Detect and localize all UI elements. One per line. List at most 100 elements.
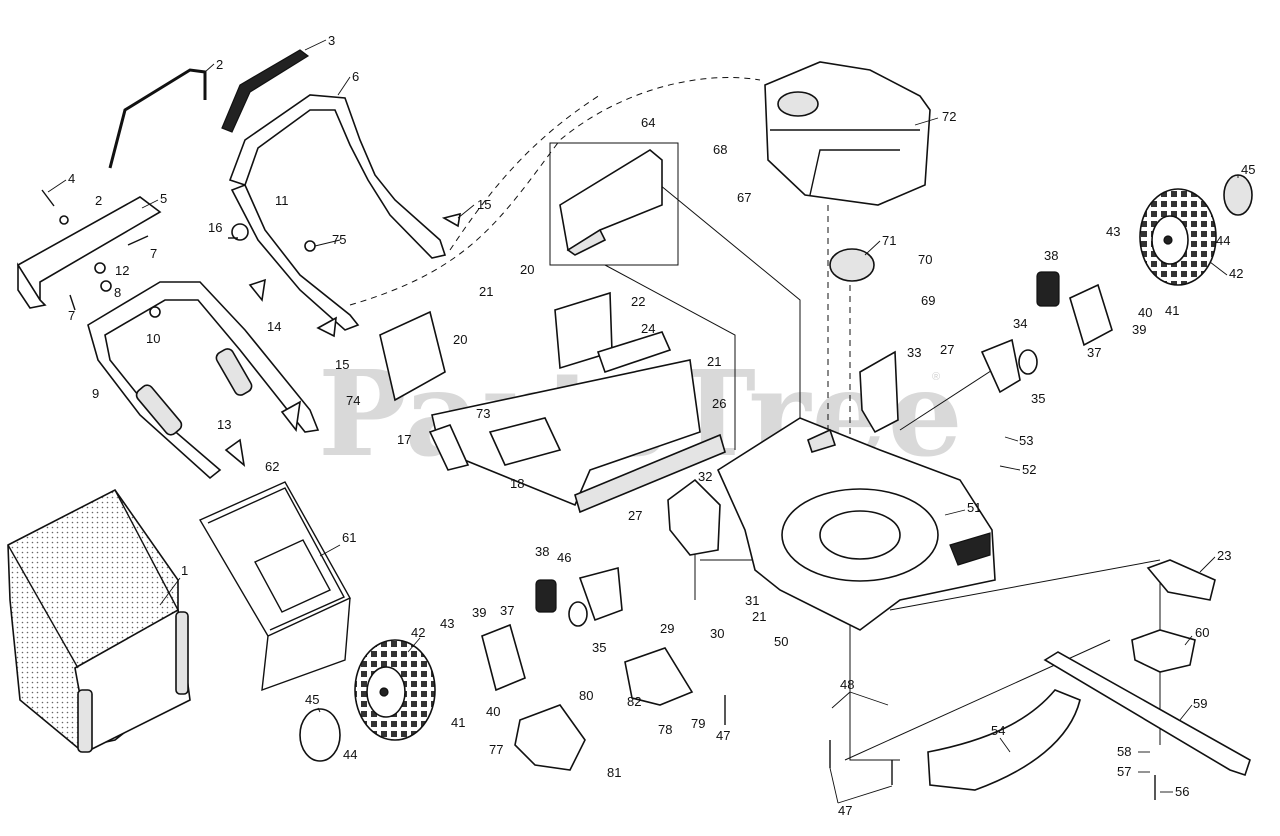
callout-48: 48 bbox=[840, 677, 854, 692]
deck-housing[interactable] bbox=[716, 417, 996, 631]
callout-47: 47 bbox=[716, 728, 730, 743]
callout-57: 57 bbox=[1117, 764, 1131, 779]
callout-21: 21 bbox=[479, 284, 493, 299]
deflector-inset[interactable] bbox=[549, 142, 679, 266]
callout-64: 64 bbox=[641, 115, 655, 130]
callout-37b: 37 bbox=[500, 603, 514, 618]
callout-22: 22 bbox=[631, 294, 645, 309]
callout-56: 56 bbox=[1175, 784, 1189, 799]
handle-grip[interactable] bbox=[221, 49, 310, 133]
callout-34: 34 bbox=[1013, 316, 1027, 331]
mount-plate[interactable] bbox=[667, 478, 721, 556]
callout-13: 13 bbox=[217, 417, 231, 432]
hub-cap-right[interactable] bbox=[1223, 174, 1253, 216]
callout-31: 31 bbox=[745, 593, 759, 608]
callout-20b: 20 bbox=[453, 332, 467, 347]
callout-38: 38 bbox=[1044, 248, 1058, 263]
wheel-right[interactable] bbox=[1139, 188, 1217, 286]
control-panel[interactable] bbox=[16, 196, 162, 309]
fan[interactable] bbox=[1146, 559, 1216, 601]
axle-bracket-right[interactable] bbox=[1069, 283, 1113, 347]
cover-82[interactable] bbox=[624, 647, 694, 706]
spacer-right[interactable] bbox=[1018, 349, 1038, 375]
blade[interactable] bbox=[1043, 651, 1251, 777]
handle-hardware bbox=[41, 189, 461, 467]
callout-72: 72 bbox=[942, 109, 956, 124]
callout-42: 42 bbox=[1229, 266, 1243, 281]
callout-37: 37 bbox=[1087, 345, 1101, 360]
callout-43b: 43 bbox=[440, 616, 454, 631]
hub-cap-left[interactable] bbox=[299, 708, 341, 762]
assembly-connector-lines bbox=[604, 184, 1161, 761]
cover-77[interactable] bbox=[514, 704, 586, 771]
callout-79: 79 bbox=[691, 716, 705, 731]
callout-82: 82 bbox=[627, 694, 641, 709]
watermark-registered-mark: ® bbox=[932, 371, 940, 383]
callout-81: 81 bbox=[607, 765, 621, 780]
wheel-bracket-right[interactable] bbox=[859, 350, 899, 434]
lever-right[interactable] bbox=[1036, 271, 1060, 307]
callout-38b: 38 bbox=[535, 544, 549, 559]
height-adjuster-right[interactable] bbox=[980, 338, 1021, 394]
pulley[interactable] bbox=[829, 248, 875, 282]
grass-catcher-bag[interactable] bbox=[7, 488, 191, 753]
callout-45b: 45 bbox=[305, 692, 319, 707]
callout-41b: 41 bbox=[451, 715, 465, 730]
lower-handle[interactable] bbox=[87, 281, 320, 480]
callout-71: 71 bbox=[882, 233, 896, 248]
lever-left[interactable] bbox=[535, 579, 557, 613]
callout-42b: 42 bbox=[411, 625, 425, 640]
callout-54: 54 bbox=[991, 723, 1005, 738]
callout-52: 52 bbox=[1022, 462, 1036, 477]
callout-21b: 21 bbox=[707, 354, 721, 369]
engine[interactable] bbox=[764, 61, 931, 206]
callout-labels: 1 2 2 3 4 5 6 7 7 8 9 10 11 12 13 14 15 … bbox=[68, 33, 1255, 818]
callout-44: 44 bbox=[1216, 233, 1230, 248]
callout-8: 8 bbox=[114, 285, 121, 300]
callout-2b: 2 bbox=[95, 193, 102, 208]
catcher-frame[interactable] bbox=[199, 481, 351, 692]
cover-plate[interactable] bbox=[379, 310, 446, 402]
callout-33: 33 bbox=[907, 345, 921, 360]
callout-24: 24 bbox=[641, 321, 655, 336]
callout-5: 5 bbox=[160, 191, 167, 206]
callout-39: 39 bbox=[1132, 322, 1146, 337]
callout-47b: 47 bbox=[838, 803, 852, 818]
door-hinge[interactable] bbox=[428, 424, 470, 471]
bail-wire[interactable] bbox=[108, 68, 207, 169]
callout-50: 50 bbox=[774, 634, 788, 649]
callout-17: 17 bbox=[397, 432, 411, 447]
callout-73: 73 bbox=[476, 406, 490, 421]
callout-15: 15 bbox=[477, 197, 491, 212]
callout-40: 40 bbox=[1138, 305, 1152, 320]
spacer-left[interactable] bbox=[568, 601, 588, 627]
callout-44b: 44 bbox=[343, 747, 357, 762]
callout-39b: 39 bbox=[472, 605, 486, 620]
callout-9: 9 bbox=[92, 386, 99, 401]
callout-78: 78 bbox=[658, 722, 672, 737]
callout-69: 69 bbox=[921, 293, 935, 308]
callout-53: 53 bbox=[1019, 433, 1033, 448]
callout-7b: 7 bbox=[68, 308, 75, 323]
callout-61: 61 bbox=[342, 530, 356, 545]
callout-18: 18 bbox=[510, 476, 524, 491]
callout-20: 20 bbox=[520, 262, 534, 277]
callout-74: 74 bbox=[346, 393, 360, 408]
callout-60: 60 bbox=[1195, 625, 1209, 640]
callout-12: 12 bbox=[115, 263, 129, 278]
baffle[interactable] bbox=[927, 689, 1081, 791]
hinge-rod[interactable] bbox=[488, 417, 562, 466]
callout-40b: 40 bbox=[486, 704, 500, 719]
callout-3: 3 bbox=[328, 33, 335, 48]
callout-51: 51 bbox=[967, 500, 981, 515]
callout-77: 77 bbox=[489, 742, 503, 757]
height-adjuster-left[interactable] bbox=[578, 566, 623, 622]
callout-35: 35 bbox=[1031, 391, 1045, 406]
callout-59: 59 bbox=[1193, 696, 1207, 711]
axle-bracket-left[interactable] bbox=[481, 623, 526, 692]
upper-handle[interactable] bbox=[228, 94, 447, 331]
wheel-left[interactable] bbox=[354, 639, 436, 741]
blade-adapter[interactable] bbox=[1131, 629, 1196, 673]
callout-10: 10 bbox=[146, 331, 160, 346]
callout-2: 2 bbox=[216, 57, 223, 72]
